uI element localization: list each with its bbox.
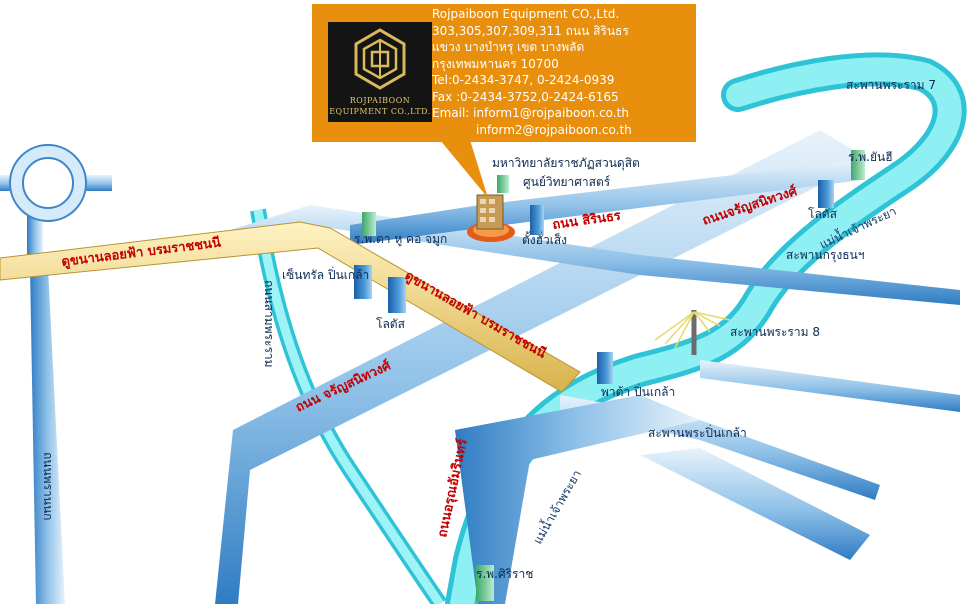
road-label-phran-nok: ถนนพรานนก xyxy=(41,452,55,520)
bridge-label-krungthon: สะพานกรุงธนฯ xyxy=(786,248,864,263)
place-label-central: เซ็นทรัล ปิ่นเกล้า xyxy=(282,266,369,282)
place-label-pata: พาต้า ปิ่นเกล้า xyxy=(601,383,675,399)
bridge-label-rama7: สะพานพระราม 7 xyxy=(846,78,936,92)
bridge-label-pinklao: สะพานพระปิ่นเกล้า xyxy=(648,424,747,440)
landmark-buildings xyxy=(354,150,865,601)
logo-text-line1: ROJPAIBOON xyxy=(349,96,411,105)
company-details: Rojpaiboon Equipment CO.,Ltd. 303,305,30… xyxy=(432,6,632,138)
place-label-siriraj: ร.พ.ศิริราช xyxy=(476,567,533,581)
callout-pointer xyxy=(440,140,488,198)
place-label-lotus-left: โลตัส xyxy=(376,317,406,331)
place-label-science-center: ศูนย์วิทยาศาสตร์ xyxy=(523,175,611,190)
landmark-building-icon xyxy=(597,352,613,384)
company-name: Rojpaiboon Equipment CO.,Ltd. xyxy=(432,7,620,21)
address-line3: กรุงเทพมหานคร 10700 xyxy=(432,56,559,71)
landmark-building-icon xyxy=(388,277,406,313)
logo-text-line2: EQUIPMENT CO.,LTD. xyxy=(329,107,431,116)
email-link-1[interactable]: Email: inform1@rojpaiboon.co.th xyxy=(432,106,629,120)
fax-number: Fax :0-2434-3752,0-2424-6165 xyxy=(432,89,619,104)
landmark-building-icon xyxy=(354,265,372,299)
landmark-building-icon xyxy=(851,150,865,180)
expressway xyxy=(0,221,581,393)
landmark-building-icon xyxy=(476,565,494,601)
cable-bridge-icon xyxy=(654,310,731,355)
company-info-card: ROJPAIBOON EQUIPMENT CO.,LTD. Rojpaiboon… xyxy=(312,4,696,142)
email-link-2[interactable]: inform2@rojpaiboon.co.th xyxy=(476,122,632,137)
landmark-building-icon xyxy=(818,180,834,208)
place-label-yanhee: ร.พ.ยันฮี xyxy=(848,150,893,164)
landmark-building-icon xyxy=(530,205,544,235)
roads xyxy=(30,130,960,604)
river-label-lower: แม่น้ำเจ้าพระยา xyxy=(529,467,584,547)
rojpaiboon-logo-icon: ROJPAIBOON EQUIPMENT CO.,LTD. xyxy=(328,22,432,122)
landmark-building-icon xyxy=(497,175,509,193)
bridge-label-rama8: สะพานพระราม 8 xyxy=(730,325,820,339)
logo-emblem xyxy=(354,28,406,90)
office-building-icon xyxy=(467,194,515,242)
place-label-rajabhat: มหาวิทยาลัยราชภัฏสวนดุสิต xyxy=(492,156,640,171)
roundabout-icon xyxy=(0,144,112,265)
place-label-hospital-ta: ร.พ.ตา หู คอ จมูก xyxy=(354,232,447,247)
place-label-lotus-right: โลตัส xyxy=(808,207,838,221)
road-label-sathon: ถนนสามพระราม xyxy=(262,280,276,368)
address-line2: แขวง บางบำหรุ เขต บางพลัด xyxy=(432,40,585,54)
phone-number: Tel:0-2434-3747, 0-2424-0939 xyxy=(432,73,615,87)
address-line1: 303,305,307,309,311 ถนน สิรินธร xyxy=(432,23,629,38)
landmark-building-icon xyxy=(362,212,376,236)
place-label-tang-hua-seng: ตั้งฮั่วเส็ง xyxy=(522,231,567,247)
